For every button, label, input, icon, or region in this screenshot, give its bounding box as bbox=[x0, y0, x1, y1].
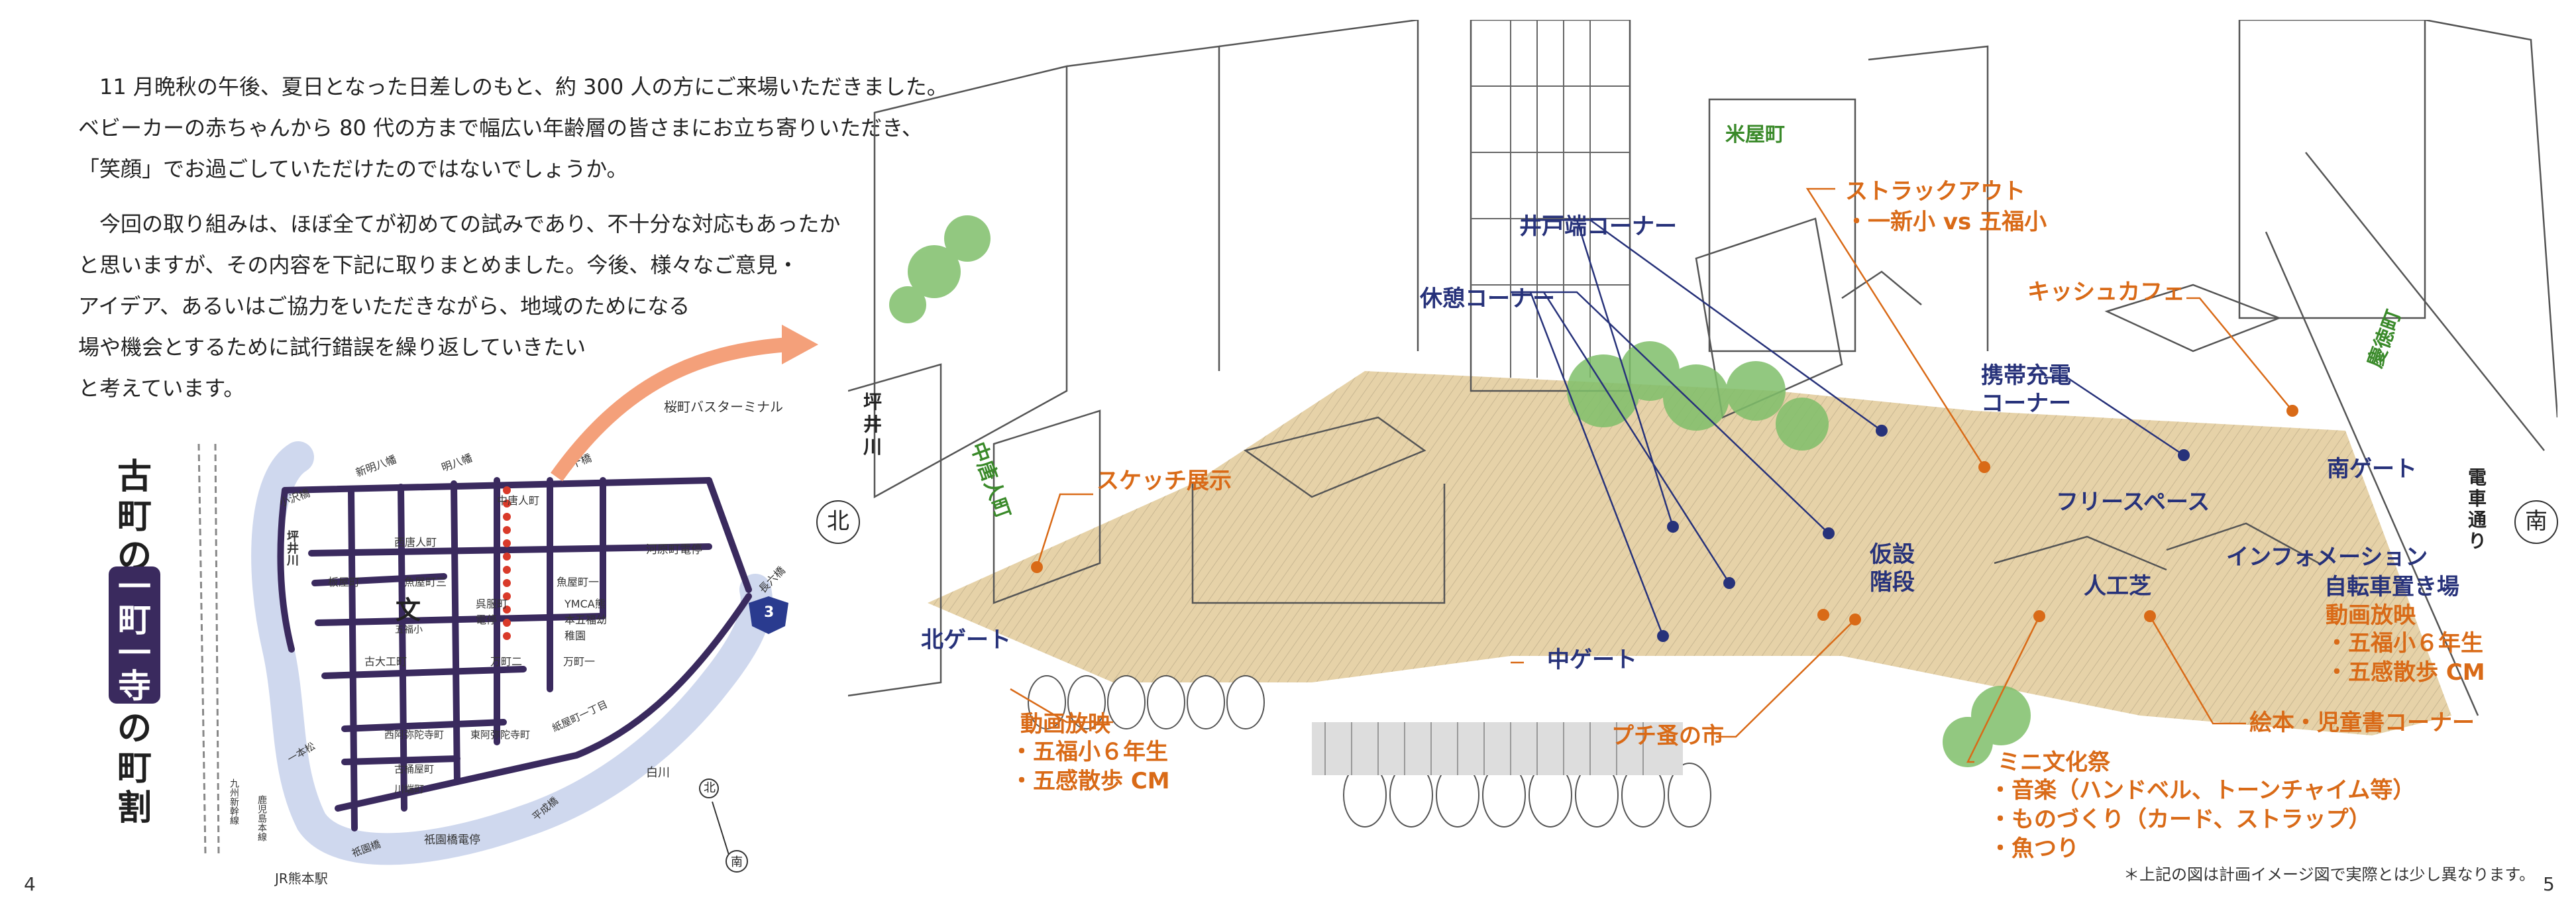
map-label: 川端町 bbox=[394, 783, 425, 795]
map-label: 九州新幹線 bbox=[229, 778, 239, 825]
map-label: 西阿弥陀寺町 bbox=[384, 729, 445, 741]
intro-line: 「笑顔」でお過ごしていただけたのではないでしょうか。 bbox=[78, 156, 628, 182]
intro-line: 11 月晩秋の午後、夏日となった日差しのもと、約 300 人の方にご来場いただき… bbox=[99, 74, 948, 99]
street-label-komeya: 米屋町 bbox=[1725, 123, 1785, 146]
map-label: 古大工町 bbox=[364, 655, 407, 668]
label-naka-gate: 中ゲート bbox=[1547, 647, 1637, 673]
label-douga1-item: ・五感散歩 CM bbox=[1010, 768, 1170, 794]
intro-paragraph-1: 11 月晩秋の午後、夏日となった日差しのもと、約 300 人の方にご来場いただき… bbox=[78, 66, 948, 189]
title-char: の bbox=[117, 709, 152, 749]
south-circle: 南 bbox=[2514, 500, 2558, 544]
title-char: 寺 bbox=[118, 667, 151, 706]
map-label: 古桶屋町 bbox=[394, 763, 435, 775]
label-kita-gate: 北ゲート bbox=[921, 627, 1011, 653]
map-label: 板屋町 bbox=[328, 576, 360, 588]
street-label-densha: 電 車 通 り bbox=[2468, 466, 2487, 552]
title-char: 町 bbox=[117, 497, 152, 537]
map-label: 祇園橋電停 bbox=[424, 833, 480, 847]
label-douga2-item: ・五福小６年生 bbox=[2326, 630, 2483, 657]
compass-south: 南 bbox=[731, 855, 743, 869]
vertical-title-top: 古 町 の bbox=[111, 457, 158, 576]
map-label: 坪井川 bbox=[285, 530, 299, 566]
intro-line: 場や機会とするために試行錯誤を繰り返していきたい bbox=[78, 335, 586, 360]
title-char: 割 bbox=[117, 788, 152, 828]
label-idobata: 井戸端コーナー bbox=[1519, 213, 1677, 240]
map-label: 鹿児島本線 bbox=[256, 795, 267, 841]
label-info: インフォメーション bbox=[2226, 544, 2428, 570]
map-label: 東阿弥陀寺町 bbox=[470, 729, 531, 741]
map-label: 桜町バスターミナル bbox=[664, 399, 783, 415]
label-douga1-title: 動画放映 bbox=[1020, 711, 1110, 737]
label-quiche: キッシュカフェ bbox=[2027, 279, 2185, 305]
map-label: 魚屋町三 bbox=[404, 576, 447, 588]
north-circle: 北 bbox=[816, 500, 860, 544]
page-number-right: 5 bbox=[2543, 873, 2555, 895]
map-label: 西唐人町 bbox=[394, 536, 437, 549]
page-number-left: 4 bbox=[24, 873, 36, 895]
vertical-title-highlight: 一 町 一 寺 bbox=[109, 566, 160, 706]
intro-line: と考えています。 bbox=[78, 376, 245, 401]
map-label: 河原町電停 bbox=[646, 543, 702, 557]
label-sketch: スケッチ展示 bbox=[1097, 468, 1232, 494]
vertical-title-bottom: の 町 割 bbox=[111, 709, 158, 828]
title-char: 町 bbox=[117, 749, 152, 788]
label-douga1-item: ・五福小６年生 bbox=[1010, 739, 1168, 765]
route-number: 3 bbox=[764, 604, 775, 621]
label-puchi: プチ蚤の市 bbox=[1611, 723, 1724, 749]
map-label: 万町二 bbox=[490, 655, 523, 668]
school-symbol: 文 bbox=[396, 596, 421, 625]
intro-paragraph-2: 今回の取り組みは、ほぼ全てが初めての試みであり、不十分な対応もあったか と思いま… bbox=[78, 203, 840, 409]
pointer-arrow bbox=[551, 325, 818, 482]
label-mini-item: ・魚つり bbox=[1989, 835, 2079, 862]
intro-line: 今回の取り組みは、ほぼ全てが初めての試みであり、不十分な対応もあったか bbox=[99, 211, 841, 237]
label-mini-item: ・ものづくり（カード、ストラップ） bbox=[1989, 806, 2371, 833]
bird-eye-illustration bbox=[848, 20, 2557, 828]
footnote: ＊上記の図は計画イメージ図で実際とは少し異なります。 bbox=[2123, 865, 2536, 884]
map-label: JR熊本駅 bbox=[275, 871, 328, 886]
map-label: 魚屋町一 bbox=[557, 576, 600, 588]
label-bike: 自転車置き場 bbox=[2324, 574, 2459, 600]
title-char: 一 bbox=[118, 634, 151, 672]
compass-north: 北 bbox=[704, 781, 716, 795]
label-kasetsu: 仮設 階段 bbox=[1870, 541, 1915, 596]
map-label: YMCA熊本五福幼稚園 bbox=[564, 598, 608, 642]
map-label: 万町一 bbox=[563, 655, 596, 668]
label-struck-item: ・一新小 vs 五福小 bbox=[1845, 209, 2047, 235]
title-char: 古 bbox=[117, 457, 152, 497]
intro-line: ベビーカーの赤ちゃんから 80 代の方まで幅広い年齢層の皆さまにお立ち寄りいただ… bbox=[78, 115, 923, 140]
label-mini-item: ・音楽（ハンドベル、トーンチャイム等） bbox=[1989, 777, 2416, 804]
label-jinkoshiba: 人工芝 bbox=[2084, 573, 2151, 600]
label-douga2-item: ・五感散歩 CM bbox=[2326, 659, 2485, 686]
map-label: 呉服町電停 bbox=[476, 598, 508, 626]
street-map bbox=[197, 441, 788, 873]
label-douga2-title: 動画放映 bbox=[2326, 602, 2416, 629]
label-charge: 携帯充電 コーナー bbox=[1981, 362, 2071, 417]
intro-line: と思いますが、その内容を下記に取りまとめました。今後、様々なご意見・ bbox=[78, 252, 799, 278]
label-kyukei: 休憩コーナー bbox=[1420, 286, 1555, 312]
map-label: 白川 bbox=[646, 766, 670, 780]
label-minami-gate: 南ゲート bbox=[2327, 456, 2417, 482]
label-ehon: 絵本・児童書コーナー bbox=[2249, 710, 2475, 736]
label-struck-title: ストラックアウト bbox=[1845, 178, 2025, 205]
title-char: 町 bbox=[118, 601, 151, 639]
intro-line: アイデア、あるいはご協力をいただきながら、地域のためになる bbox=[78, 294, 690, 319]
map-label: 中唐人町 bbox=[497, 494, 540, 507]
map-label: 五福小 bbox=[395, 625, 423, 635]
river-label: 坪 井 川 bbox=[863, 391, 883, 458]
label-free-space: フリースペース bbox=[2056, 489, 2210, 515]
label-mini-title: ミニ文化祭 bbox=[1998, 749, 2110, 776]
title-char: 一 bbox=[118, 568, 151, 606]
